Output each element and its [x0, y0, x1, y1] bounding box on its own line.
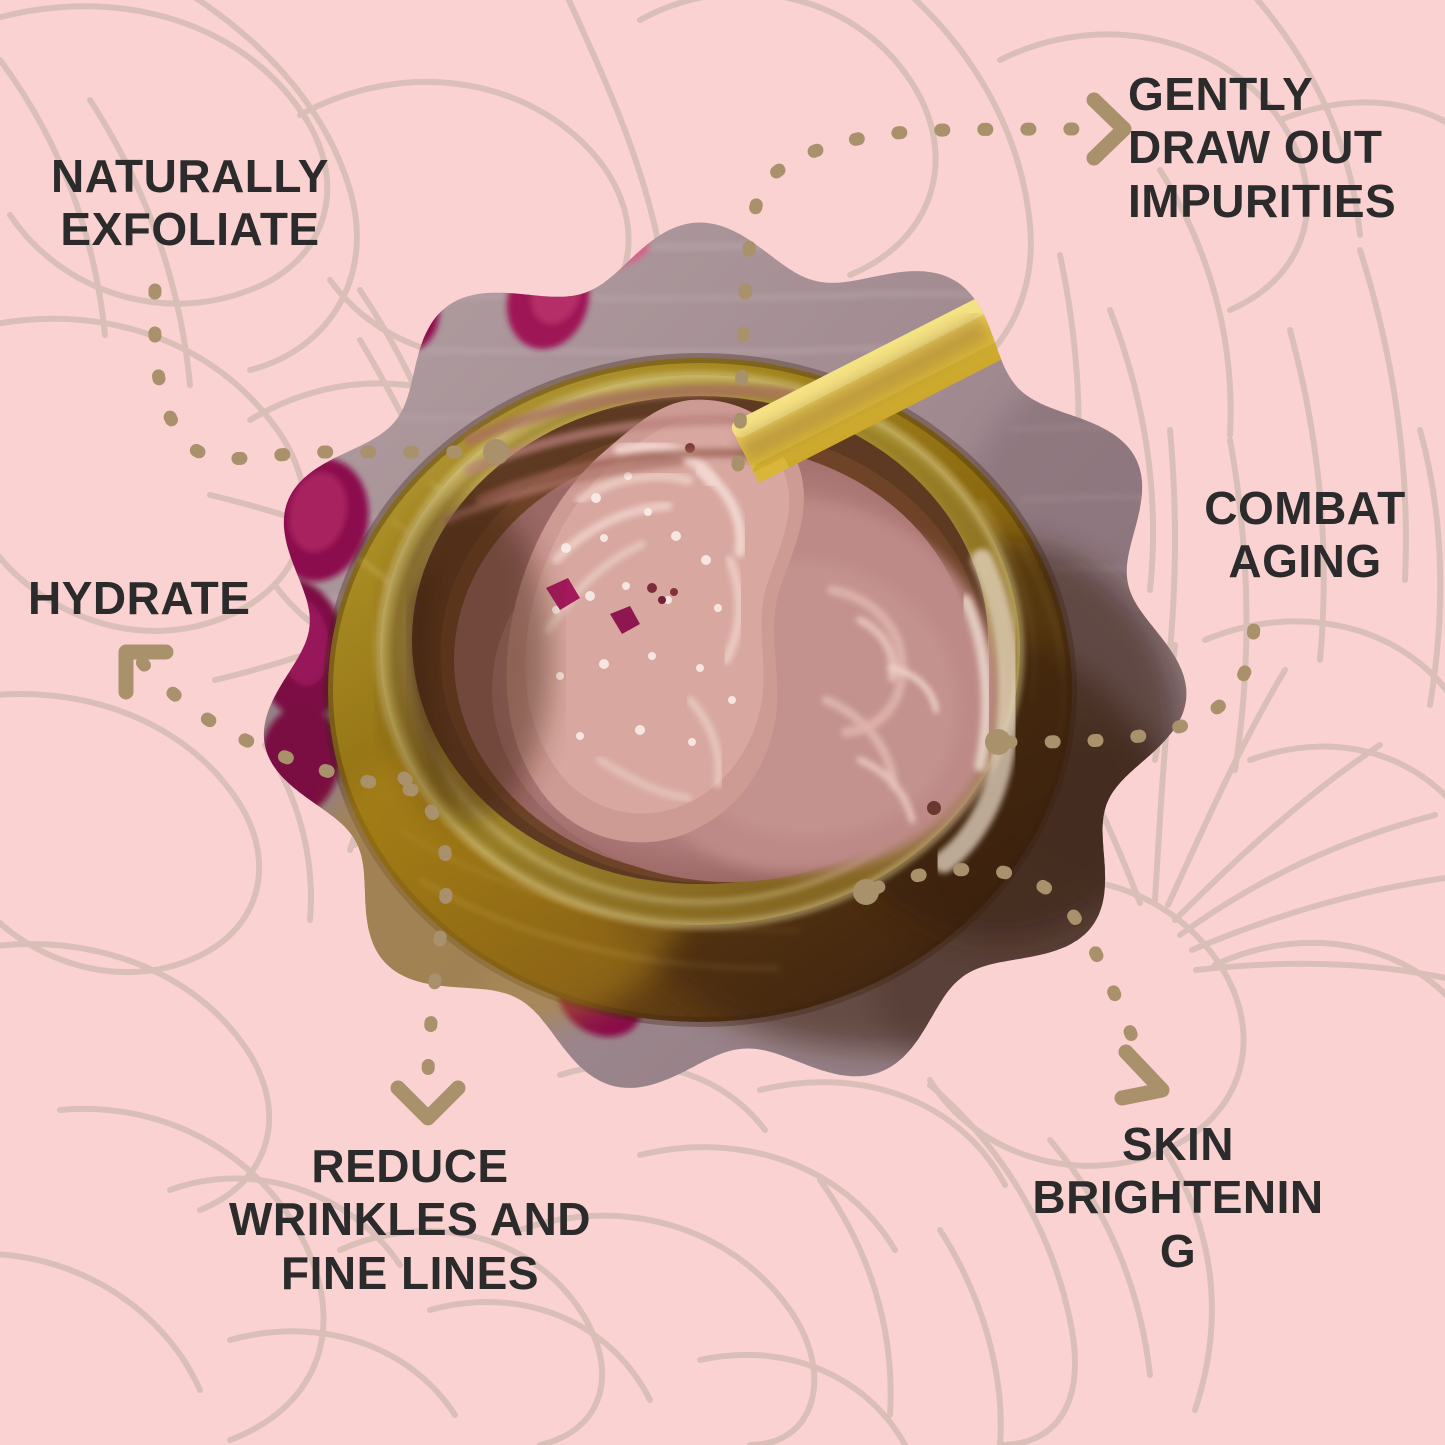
callout-label-hydrate: HYDRATE [28, 572, 251, 624]
connector-gently-draw-out-impurities [731, 122, 1093, 472]
arrowhead-reduce-wrinkles [390, 1080, 466, 1126]
endpoint-dot-combat-aging [985, 729, 1011, 755]
endpoint-dot-skin-brightening [853, 879, 879, 905]
connector-skin-brightening [869, 863, 1153, 1077]
arrowhead-hydrate [118, 644, 174, 700]
callout-label-combat-aging: COMBAT AGING [1204, 482, 1406, 588]
connector-combat-aging [1001, 611, 1261, 749]
endpoint-dot-naturally-exfoliate [483, 439, 509, 465]
arrowhead-skin-brightening [1114, 1044, 1170, 1106]
callout-label-reduce-wrinkles-and-fine-lines: REDUCE WRINKLES AND FINE LINES [228, 1140, 592, 1299]
connector-reduce-wrinkles [397, 771, 454, 1079]
connector-naturally-exfoliate [148, 283, 492, 465]
arrowhead-gently-draw-out-impurities [1086, 92, 1132, 166]
connector-hydrate [133, 653, 419, 797]
callout-label-skin-brightening: SKIN BRIGHTENIN G [1032, 1118, 1324, 1277]
callout-label-naturally-exfoliate: NATURALLY EXFOLIATE [51, 150, 329, 256]
callout-label-gently-draw-out-impurities: GENTLY DRAW OUT IMPURITIES [1128, 68, 1397, 227]
